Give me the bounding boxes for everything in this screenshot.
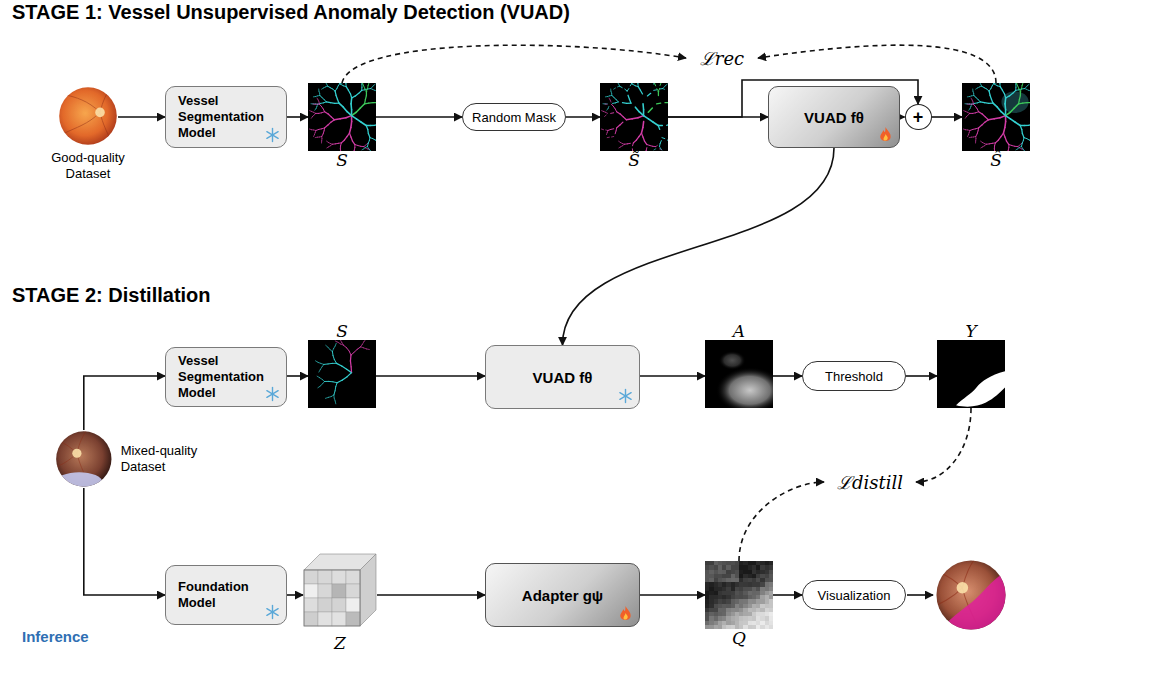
- illustration: [308, 340, 376, 408]
- image-node: Z: [303, 548, 377, 654]
- illustration: [962, 83, 1030, 151]
- connector: [376, 116, 462, 118]
- stage-panel: STAGE 1: Vessel Unsupervised Anomaly Det…: [5, 28, 1151, 264]
- loss-connector: [739, 482, 824, 561]
- trainable-icon: [618, 606, 633, 622]
- symbol-label: Ŝ: [990, 151, 1002, 169]
- box-label: Threshold: [825, 369, 883, 384]
- connector: [640, 375, 705, 377]
- image-node: Ŝ: [962, 83, 1030, 171]
- model-box: Vessel Segmentation Model: [165, 86, 287, 148]
- connector: [287, 375, 308, 377]
- output-arrow: [907, 594, 933, 596]
- loss-symbol: ℒdistill: [837, 470, 903, 494]
- loss-connector: [758, 45, 996, 83]
- box-label: Visualization: [818, 588, 891, 603]
- illustration: [303, 548, 377, 634]
- box-label: Foundation Model: [178, 579, 286, 611]
- connector: [640, 594, 705, 596]
- output-visualization: [935, 559, 1007, 631]
- dataset-caption: Mixed-quality Dataset: [121, 443, 215, 474]
- symbol-label: S: [336, 151, 348, 169]
- image-node: A: [705, 322, 773, 408]
- connector: [773, 375, 802, 377]
- illustration: [705, 561, 773, 629]
- connector: [668, 116, 768, 118]
- box-label: Vessel Segmentation Model: [178, 93, 286, 141]
- frozen-icon: [265, 386, 280, 402]
- illustration: [58, 86, 118, 146]
- frozen-icon: [618, 388, 633, 404]
- box-label: Adapter gψ: [522, 587, 603, 604]
- dataset-node: Mixed-quality Dataset: [55, 430, 215, 488]
- connector: [118, 116, 165, 118]
- connector: [566, 116, 600, 118]
- model-box: VUAD fθ: [485, 345, 640, 409]
- symbol-label: S: [336, 322, 348, 340]
- frozen-icon: [265, 127, 280, 143]
- connector: [287, 116, 308, 118]
- panel-label: Inference: [22, 628, 89, 645]
- image-node: Y: [937, 322, 1005, 408]
- symbol-label: Y: [965, 322, 976, 340]
- symbol-label: Z: [334, 634, 346, 652]
- box-label: +: [913, 108, 924, 126]
- panel-heading: STAGE 1: Vessel Unsupervised Anomaly Det…: [12, 1, 570, 24]
- connector: [84, 376, 165, 430]
- model-box: Foundation Model: [165, 565, 287, 625]
- image-node: S̃: [600, 83, 668, 171]
- trainable-box: Adapter gψ: [485, 563, 640, 627]
- model-box: Vessel Segmentation Model: [165, 347, 287, 407]
- box-label: Vessel Segmentation Model: [178, 353, 286, 401]
- image-node: S: [308, 322, 376, 408]
- panel-heading: STAGE 2: Distillation: [12, 284, 211, 307]
- operation-pill: Threshold: [802, 361, 906, 391]
- inference-panel: InferenceMixed-quality DatasetFoundation…: [12, 448, 1144, 662]
- connector: [932, 116, 963, 118]
- dataset-caption: Good-quality Dataset: [40, 150, 136, 181]
- connector: [287, 594, 303, 596]
- symbol-label: S̃: [628, 151, 640, 169]
- connector: [773, 594, 802, 596]
- trainable-icon: [878, 127, 893, 143]
- loss-symbol-node: ℒdistill: [826, 465, 914, 499]
- connector: [563, 148, 835, 345]
- box-label: VUAD fθ: [804, 109, 864, 126]
- connector: [900, 116, 905, 118]
- illustration: [937, 340, 1005, 408]
- panel-shape: [12, 448, 1144, 662]
- operation-pill: Visualization: [802, 580, 906, 610]
- loss-symbol: ℒrec: [700, 46, 744, 70]
- illustration: [308, 83, 376, 151]
- label-holder: Inference: [22, 628, 89, 645]
- trainable-box: VUAD fθ: [768, 86, 900, 148]
- loss-connector: [342, 45, 686, 83]
- loss-connector: [916, 408, 971, 482]
- connector: [906, 375, 937, 377]
- symbol-label: Q: [732, 629, 746, 647]
- image-node: S: [308, 83, 376, 171]
- dataset-node: Good-quality Dataset: [40, 86, 136, 196]
- image-node: Q: [705, 561, 773, 649]
- symbol-label: A: [733, 322, 745, 340]
- heading-holder: STAGE 1: Vessel Unsupervised Anomaly Det…: [12, 1, 570, 24]
- connector: [84, 488, 165, 595]
- connector: [377, 594, 485, 596]
- frozen-icon: [265, 604, 280, 620]
- heading-holder: STAGE 2: Distillation: [12, 284, 211, 307]
- box-label: Random Mask: [472, 110, 556, 125]
- sum-node: +: [905, 104, 932, 130]
- illustration: [705, 340, 773, 408]
- illustration: [55, 430, 113, 488]
- loss-symbol-node: ℒrec: [688, 41, 756, 75]
- operation-pill: Random Mask: [462, 103, 566, 131]
- panel-background: [12, 448, 1144, 662]
- connector: [376, 375, 485, 377]
- illustration: [600, 83, 668, 151]
- box-label: VUAD fθ: [533, 369, 593, 386]
